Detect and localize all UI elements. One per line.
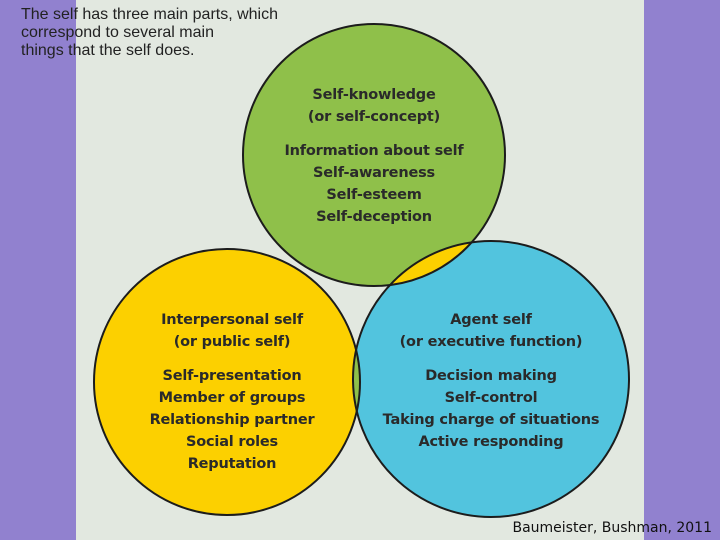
interpersonal-self-subtitle: (or public self) bbox=[173, 334, 291, 350]
interpersonal-self-item: Reputation bbox=[187, 456, 277, 472]
self-knowledge-subtitle: (or self-concept) bbox=[307, 109, 441, 125]
interpersonal-self-item: Member of groups bbox=[158, 390, 306, 406]
self-knowledge-item: Self-esteem bbox=[326, 187, 422, 203]
agent-self-item: Active responding bbox=[418, 434, 564, 450]
circle-left bbox=[94, 249, 360, 515]
agent-self-item: Self-control bbox=[444, 390, 538, 406]
self-knowledge-item: Self-deception bbox=[316, 209, 432, 225]
self-knowledge-title: Self-knowledge bbox=[312, 87, 436, 103]
circle-right-outline bbox=[352, 240, 630, 518]
interpersonal-self-title: Interpersonal self bbox=[161, 312, 303, 328]
self-knowledge-group: Self-knowledge (or self-concept) Informa… bbox=[264, 84, 484, 228]
caption-text: The self has three main parts, which cor… bbox=[21, 6, 279, 59]
interpersonal-self-item: Self-presentation bbox=[162, 368, 302, 384]
interpersonal-self-group: Interpersonal self (or public self) Self… bbox=[132, 309, 332, 475]
agent-self-item: Decision making bbox=[425, 368, 557, 384]
interpersonal-self-item: Social roles bbox=[186, 434, 278, 450]
self-knowledge-item: Information about self bbox=[284, 143, 464, 159]
circle-top bbox=[243, 24, 505, 286]
agent-self-item: Taking charge of situations bbox=[382, 412, 600, 428]
citation-credit: Baumeister, Bushman, 2011 bbox=[512, 520, 712, 536]
circle-right bbox=[353, 241, 629, 517]
agent-self-subtitle: (or executive function) bbox=[399, 334, 583, 350]
self-knowledge-item: Self-awareness bbox=[313, 165, 435, 181]
circle-left-outline bbox=[93, 248, 361, 516]
interpersonal-self-item: Relationship partner bbox=[149, 412, 315, 428]
circle-top-outline bbox=[242, 23, 506, 287]
agent-self-group: Agent self (or executive function) Decis… bbox=[381, 309, 601, 453]
agent-self-title: Agent self bbox=[450, 312, 532, 328]
